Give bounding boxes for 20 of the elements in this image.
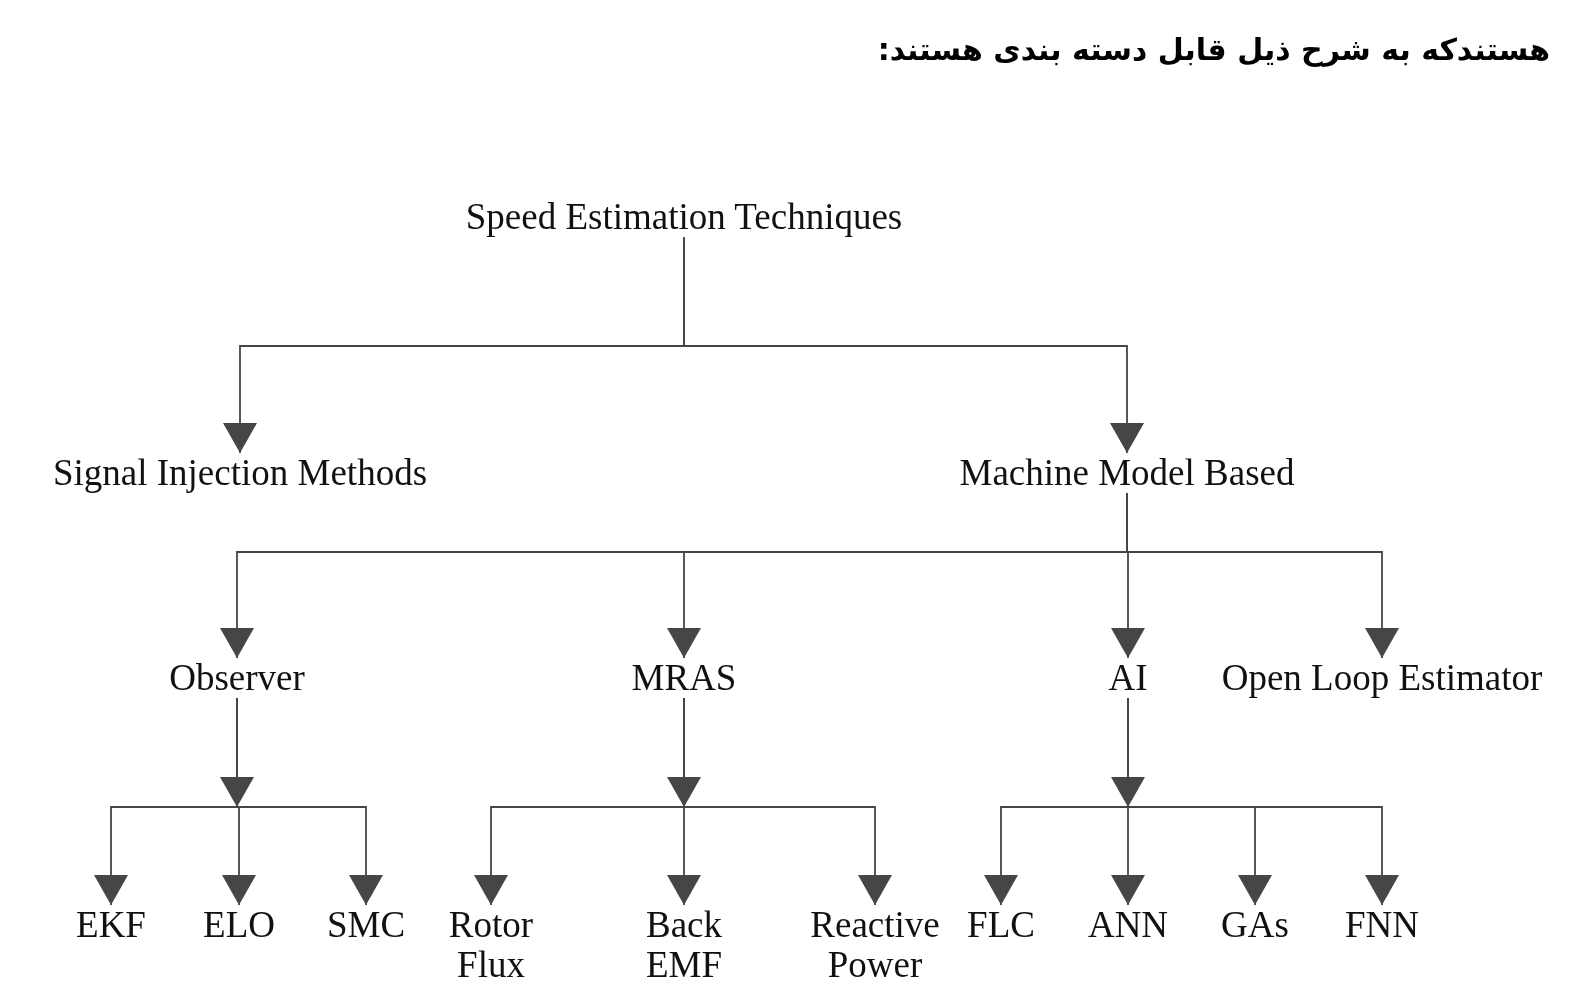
node-label: GAs (1221, 905, 1289, 945)
node-label: Machine Model Based (959, 453, 1295, 493)
node-label: EKF (76, 905, 146, 945)
node-label: Reactive Power (800, 905, 950, 985)
arrow (1126, 492, 1399, 659)
node-label: FLC (967, 905, 1035, 945)
node-label: ELO (203, 905, 275, 945)
node-label: Observer (169, 658, 305, 698)
node-label: ANN (1087, 905, 1169, 945)
node-label: SMC (326, 905, 406, 945)
node-label: Back EMF (639, 905, 729, 985)
node-label: AI (1108, 658, 1148, 698)
node-label: MRAS (631, 658, 737, 698)
arrow (683, 236, 1144, 454)
node-label: FNN (1345, 905, 1419, 945)
node-label: Rotor Flux (436, 905, 546, 985)
node-label: Speed Estimation Techniques (465, 197, 903, 237)
node-label: Signal Injection Methods (52, 453, 428, 493)
node-label: Open Loop Estimator (1221, 658, 1543, 698)
text-line: هستندکه به شرح ذیل قابل دسته بندی هستند: (877, 31, 1550, 69)
